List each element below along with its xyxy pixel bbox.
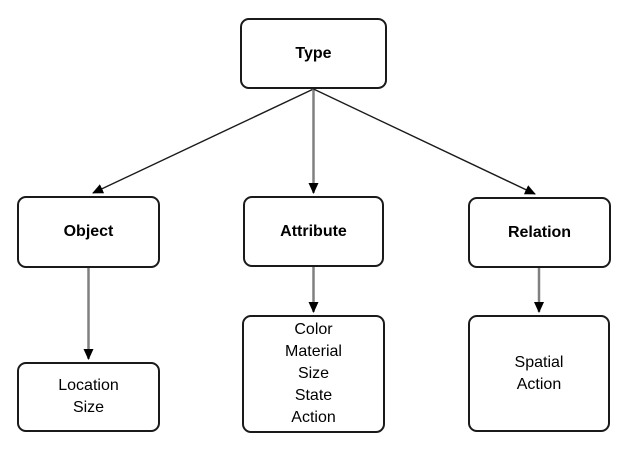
node-object-values: Location Size	[17, 362, 160, 432]
node-object-values-label: Location Size	[58, 377, 119, 416]
node-relation-values-label: Spatial Action	[514, 353, 564, 393]
node-attribute-values-label: Color Material Size State Action	[285, 321, 342, 426]
node-object: Object	[17, 196, 160, 268]
node-relation: Relation	[468, 197, 611, 268]
node-attribute: Attribute	[243, 196, 384, 267]
node-object-label: Object	[63, 223, 114, 240]
arrow-type-to-relation	[313, 88, 536, 195]
arrow-type-to-object	[92, 88, 314, 194]
node-type-label: Type	[295, 44, 332, 62]
node-type: Type	[240, 18, 387, 89]
node-attribute-label: Attribute	[280, 222, 347, 240]
node-relation-label: Relation	[507, 223, 572, 241]
node-attribute-values: Color Material Size State Action	[242, 315, 385, 433]
node-relation-values: Spatial Action	[468, 315, 610, 432]
